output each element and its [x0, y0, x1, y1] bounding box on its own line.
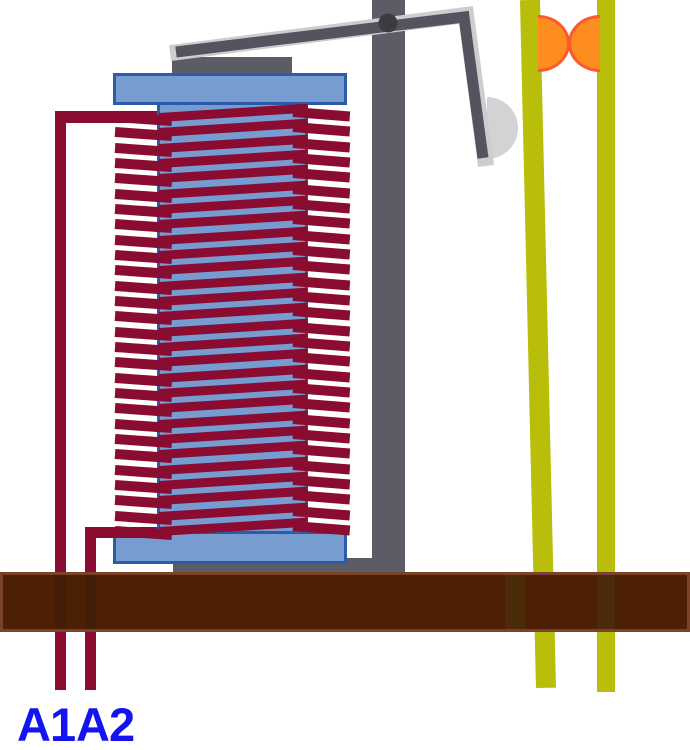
contact-right — [568, 15, 600, 72]
core-top-plate — [172, 57, 292, 73]
contact-spring-right — [597, 0, 615, 692]
contact-left — [538, 15, 570, 72]
coil-lead-wire-a2-stub — [85, 527, 157, 538]
terminal-label-a2: A2 — [76, 698, 135, 750]
base-passthrough-wire-a1 — [55, 575, 66, 629]
winding-turn-left — [114, 265, 173, 280]
coil-lead-wire-a1-stub — [55, 111, 157, 123]
winding-turn-left — [114, 173, 173, 188]
base-passthrough-wire-a2 — [85, 575, 96, 629]
mounting-base — [0, 572, 690, 632]
winding-turn-left — [114, 127, 173, 142]
base-passthrough-spring-right — [597, 575, 615, 629]
pusher-pad — [487, 97, 518, 159]
coil-bobbin-flange-top — [113, 73, 347, 105]
winding-turn-left — [114, 219, 173, 234]
coil-lead-wire-a1 — [55, 111, 66, 690]
terminal-label-a1: A1 — [17, 698, 76, 750]
base-passthrough-spring-left — [505, 575, 525, 629]
frame-post — [372, 0, 405, 572]
